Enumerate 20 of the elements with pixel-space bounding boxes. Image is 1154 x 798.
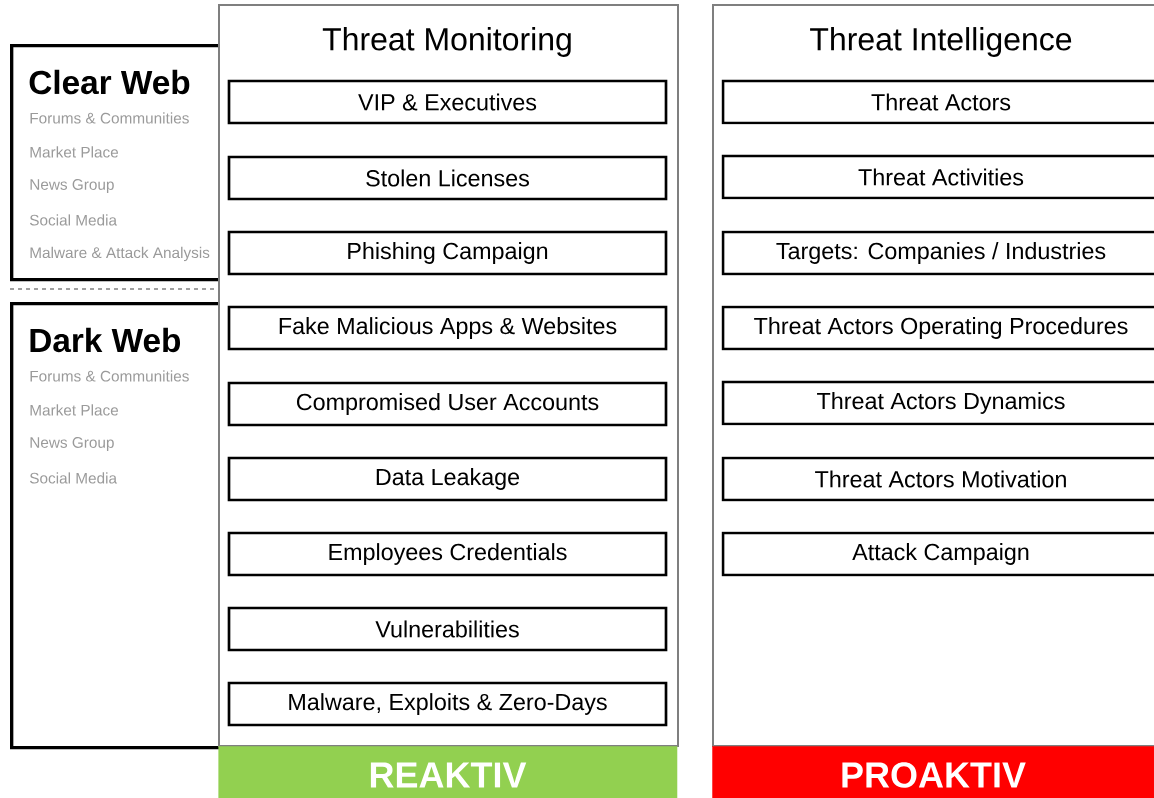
item-box: Targets: Companies / Industries — [721, 230, 1154, 276]
label-band: PROAKTIV — [712, 746, 1154, 798]
item-box: Fake Malicious Apps & Websites — [227, 305, 668, 351]
item-box: Threat Actors — [721, 79, 1154, 125]
item-box: Vulnerabilities — [227, 606, 668, 652]
web-source-panel: Clear Web Forums & Communities Market Place News Group Social Media Malware & Attack Analysis — [10, 44, 236, 282]
item-box: Attack Campaign — [721, 531, 1154, 577]
item-box: Phishing Campaign — [227, 230, 668, 276]
item-box: Compromised User Accounts — [227, 381, 668, 427]
item-box: Employees Credentials — [227, 531, 668, 577]
item-box: Malware, Exploits & Zero-Days — [227, 681, 668, 727]
item-box: Threat Activities — [721, 154, 1154, 200]
item-box: Data Leakage — [227, 456, 668, 502]
item-box: Stolen Licenses — [227, 155, 668, 201]
item-box: Threat Actors Operating Procedures — [721, 305, 1154, 351]
item-box: Threat Actors Motivation — [721, 456, 1154, 502]
web-source-panel: Dark Web Forums & Communities Market Place News Group Social Media — [10, 302, 236, 750]
item-box: VIP & Executives — [227, 79, 668, 125]
item-box: Threat Actors Dynamics — [721, 380, 1154, 426]
label-band: REAKTIV — [218, 746, 678, 798]
